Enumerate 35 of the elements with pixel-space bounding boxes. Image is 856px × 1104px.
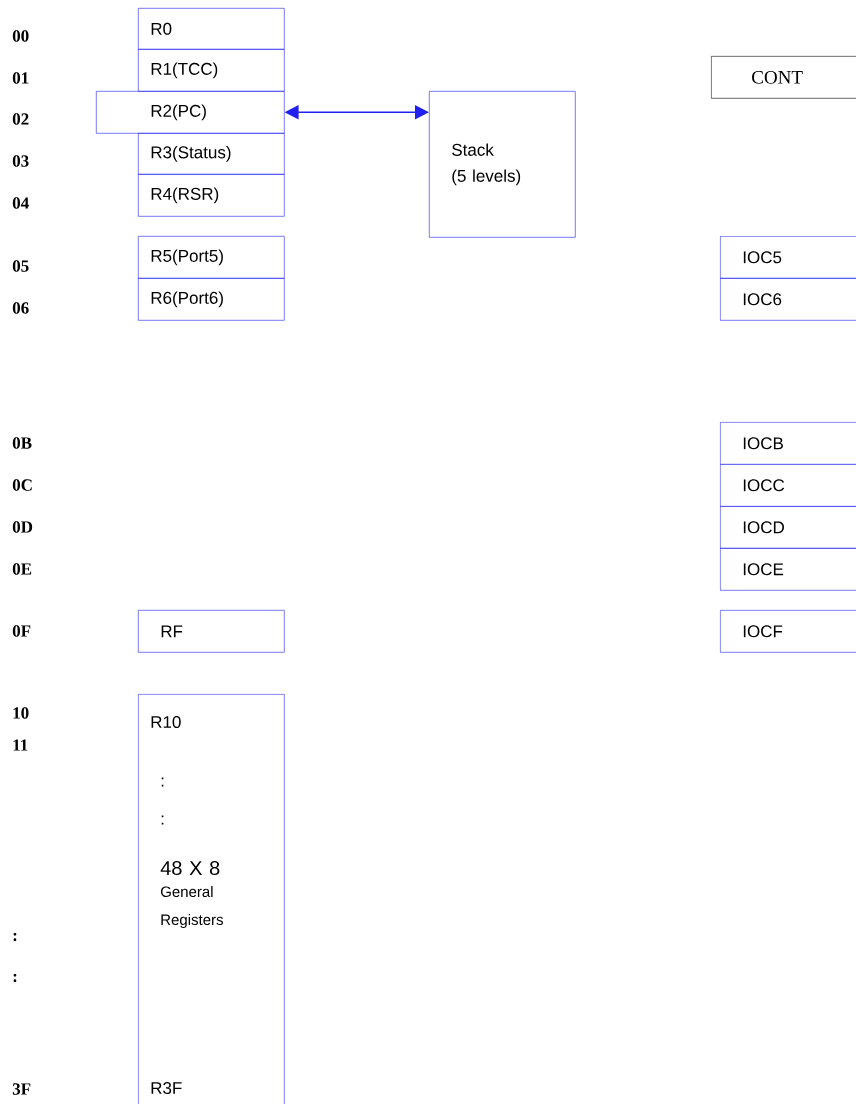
address-label: 02	[12, 113, 29, 125]
register-box: IOCF	[720, 610, 856, 653]
address-label: 3F	[12, 1083, 31, 1095]
address-label: 0E	[12, 563, 32, 575]
address-label: 00	[12, 30, 29, 42]
address-label: 0C	[12, 479, 32, 491]
address-label: 06	[12, 302, 29, 314]
register-box: R6(Port6)	[138, 278, 285, 321]
address-label: 01	[12, 72, 29, 84]
address-label: :	[13, 932, 17, 942]
register-box: IOC6	[720, 278, 856, 321]
address-label: 0B	[12, 437, 32, 449]
register-box: IOCE	[720, 548, 856, 591]
register-box: R0	[138, 8, 285, 50]
address-label: 10	[13, 707, 29, 719]
register-box: IOC5	[720, 236, 856, 279]
address-label: 03	[12, 155, 29, 167]
address-label: :	[13, 973, 17, 983]
register-box: RF	[138, 610, 285, 653]
register-box: IOCC	[720, 464, 856, 507]
address-label: 0F	[12, 625, 31, 637]
register-file-box: R10 : : 48 X 8 General Registers R3F	[138, 694, 285, 1104]
control-box: CONT	[711, 56, 856, 99]
register-box: IOCB	[720, 422, 856, 465]
register-box: R4(RSR)	[138, 174, 285, 217]
register-box: IOCD	[720, 506, 856, 549]
register-box: R3(Status)	[138, 133, 285, 175]
address-label: 04	[12, 197, 29, 209]
stack-box: Stack (5 levels)	[429, 91, 576, 238]
address-label: 05	[12, 260, 29, 272]
address-label: 0D	[12, 521, 33, 533]
register-box: R5(Port5)	[138, 236, 285, 279]
register-box: R1(TCC)	[138, 49, 285, 92]
register-box: R2(PC)	[96, 91, 285, 134]
address-label: 11	[13, 739, 28, 751]
